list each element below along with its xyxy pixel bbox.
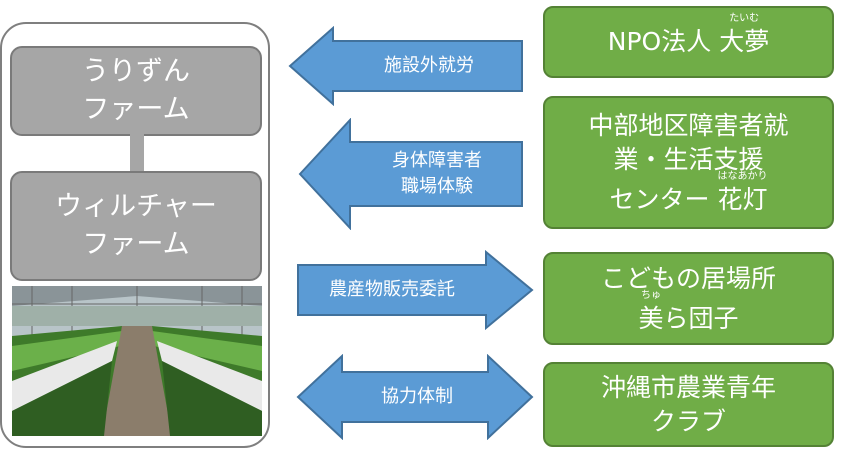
arrow-sales-consignment-label: 農産物販売委託 bbox=[298, 266, 486, 314]
partner-kodomo-ibasho: こどもの居場所 ちゅ美ら団子 bbox=[543, 252, 834, 345]
partner-okinawa-agri-youth: 沖縄市農業青年 クラブ bbox=[543, 362, 834, 447]
greenhouse-photo bbox=[12, 286, 262, 436]
partner-npo-taimu-ruby: たいむ bbox=[729, 13, 760, 24]
wilchar-farm-box: ウィルチャー ファーム bbox=[10, 171, 262, 281]
arrow-work-experience bbox=[298, 118, 523, 230]
farm-connector bbox=[130, 134, 144, 174]
partner-hanaakari-line1: 中部地区障害者就 bbox=[588, 110, 789, 140]
partner-okinawa-line1: 沖縄市農業青年 bbox=[600, 372, 776, 402]
arrow-cooperation-label: 協力体制 bbox=[342, 372, 492, 422]
partner-hanaakari-ruby: はなあかり bbox=[717, 170, 768, 182]
arrow-offsite-work-label: 施設外就労 bbox=[334, 42, 524, 90]
arrow-sales-consignment-text: 農産物販売委託 bbox=[329, 279, 455, 300]
partner-kodomo-rest: ら団子 bbox=[663, 303, 739, 333]
partner-hanaakari-kanji: 花灯 bbox=[717, 184, 768, 214]
partner-hanaakari-line2: 業・生活支援 bbox=[613, 144, 764, 174]
wilchar-farm-line2: ファーム bbox=[82, 229, 190, 260]
arrow-cooperation bbox=[296, 354, 534, 440]
arrow-work-experience-text1: 身体障害者 bbox=[392, 150, 482, 171]
farm-group-frame: うりずん ファーム ウィルチャー ファーム bbox=[0, 22, 270, 448]
arrow-cooperation-text: 協力体制 bbox=[381, 386, 453, 407]
arrow-offsite-work-text: 施設外就労 bbox=[384, 55, 474, 76]
arrow-work-experience-label: 身体障害者 職場体験 bbox=[350, 143, 524, 205]
partner-npo-taimu-text: NPO法人 bbox=[607, 27, 720, 56]
partner-npo-taimu-kanji: 大夢 bbox=[719, 27, 770, 56]
partner-kodomo-line1: こどもの居場所 bbox=[600, 263, 776, 293]
partner-okinawa-line2: クラブ bbox=[650, 406, 726, 436]
arrow-sales-consignment bbox=[297, 250, 534, 330]
partner-npo-taimu: NPO法人 たいむ大夢 bbox=[543, 6, 834, 78]
partner-hanaakari-line3: センター bbox=[609, 184, 718, 214]
wilchar-farm-line1: ウィルチャー bbox=[55, 191, 217, 222]
urizun-farm-line1: うりずん bbox=[82, 56, 190, 87]
arrow-work-experience-text2: 職場体験 bbox=[401, 176, 473, 197]
partner-hanaakari-center: 中部地区障害者就 業・生活支援 センター はなあかり花灯 bbox=[543, 96, 834, 229]
urizun-farm-line2: ファーム bbox=[82, 94, 190, 125]
arrow-offsite-work bbox=[288, 26, 523, 106]
urizun-farm-box: うりずん ファーム bbox=[10, 46, 262, 136]
partner-kodomo-ruby: ちゅ bbox=[640, 289, 661, 301]
partner-kodomo-kanji: 美 bbox=[638, 303, 664, 333]
